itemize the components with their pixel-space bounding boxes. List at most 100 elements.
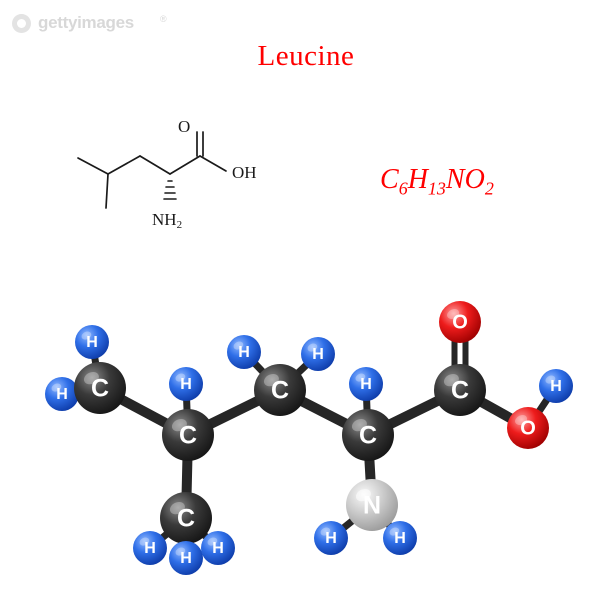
atom-sphere-h10 bbox=[314, 521, 348, 555]
carbon-atom-ch2: C bbox=[254, 364, 306, 416]
atom-sphere-c4 bbox=[254, 364, 306, 416]
hydrogen-atom: H bbox=[301, 337, 335, 371]
skeletal-amine-label: NH2 bbox=[152, 210, 182, 231]
stereo-hash-bond bbox=[163, 180, 177, 200]
atom-label-c1: C bbox=[91, 375, 109, 403]
molecular-formula: C6H13NO2 bbox=[380, 164, 580, 200]
atom-sphere-o2 bbox=[507, 407, 549, 449]
atom-specular-highlight bbox=[389, 527, 400, 536]
atom-specular-highlight bbox=[443, 373, 459, 387]
carbon-atom-methyl: C bbox=[74, 362, 126, 414]
hydrogen-atom: H bbox=[349, 367, 383, 401]
hydrogen-atom: H bbox=[169, 541, 203, 575]
atom-specular-highlight bbox=[307, 343, 318, 352]
atom-specular-highlight bbox=[355, 373, 366, 382]
formula-part-2: H bbox=[407, 164, 428, 195]
atom-label-c4: C bbox=[271, 377, 289, 405]
atom-specular-highlight bbox=[263, 373, 279, 387]
carbon-atom-carboxyl: C bbox=[434, 364, 486, 416]
atom-sphere-h11 bbox=[383, 521, 417, 555]
atom-label-c6: C bbox=[451, 377, 469, 405]
atom-label-h2: H bbox=[56, 386, 68, 403]
atom-sphere-h12 bbox=[539, 369, 573, 403]
atom-sphere-o1 bbox=[439, 301, 481, 343]
carbon-atom-methyl-lower: C bbox=[160, 492, 212, 544]
atom-label-h8: H bbox=[312, 346, 324, 363]
atom-sphere-h9 bbox=[349, 367, 383, 401]
bond-c1-c2 bbox=[107, 389, 181, 434]
bond-c5-c6 bbox=[375, 391, 453, 434]
atom-specular-highlight bbox=[447, 309, 460, 319]
atom-specular-highlight bbox=[169, 501, 185, 515]
atom-sphere-h7 bbox=[227, 335, 261, 369]
page-title: Leucine bbox=[257, 40, 355, 72]
atom-label-h1: H bbox=[86, 334, 98, 351]
formula-part-0: C bbox=[380, 164, 399, 195]
oxygen-atom-hydroxyl: O bbox=[507, 407, 549, 449]
atom-sphere-h4 bbox=[133, 531, 167, 565]
registered-trademark-icon: ® bbox=[160, 14, 167, 24]
hydrogen-atom: H bbox=[133, 531, 167, 565]
atom-specular-highlight bbox=[51, 383, 62, 392]
atom-specular-highlight bbox=[83, 371, 99, 385]
bond-methyl-a bbox=[77, 157, 109, 175]
atom-sphere-h6 bbox=[201, 531, 235, 565]
atom-label-h4: H bbox=[144, 540, 156, 557]
watermark-logo-icon bbox=[12, 14, 31, 33]
atom-specular-highlight bbox=[175, 373, 186, 382]
atom-label-c3: C bbox=[177, 505, 195, 533]
bond-alpha bbox=[139, 155, 171, 175]
carbon-atom-ch: C bbox=[162, 409, 214, 461]
atom-label-h7: H bbox=[238, 344, 250, 361]
formula-part-4: N bbox=[445, 164, 465, 195]
atom-sphere-h5 bbox=[169, 541, 203, 575]
hydrogen-atom: H bbox=[75, 325, 109, 359]
atom-label-h11: H bbox=[394, 530, 406, 547]
atom-label-h3: H bbox=[180, 376, 192, 393]
hydrogen-atom: H bbox=[314, 521, 348, 555]
atom-specular-highlight bbox=[355, 488, 371, 502]
atom-sphere-c2 bbox=[162, 409, 214, 461]
atom-label-o1: O bbox=[452, 312, 468, 334]
atom-specular-highlight bbox=[207, 537, 218, 546]
nitrogen-atom: N bbox=[346, 479, 398, 531]
hydrogen-atom: H bbox=[539, 369, 573, 403]
bond-hydroxyl bbox=[199, 155, 227, 172]
atom-sphere-h2 bbox=[45, 377, 79, 411]
atom-sphere-h1 bbox=[75, 325, 109, 359]
atom-specular-highlight bbox=[139, 537, 150, 546]
atom-specular-highlight bbox=[233, 341, 244, 350]
bond-c2-c4 bbox=[195, 391, 273, 434]
formula-part-1: 6 bbox=[398, 178, 408, 199]
atom-label-o2: O bbox=[520, 418, 536, 440]
hydrogen-atom: H bbox=[45, 377, 79, 411]
atom-specular-highlight bbox=[81, 331, 92, 340]
bond-methyl-b bbox=[105, 173, 109, 209]
formula-part-5: O bbox=[464, 164, 485, 195]
watermark-text: gettyimages bbox=[38, 13, 134, 32]
atom-sphere-c1 bbox=[74, 362, 126, 414]
skeletal-structure-svg: O OH NH2 bbox=[77, 117, 257, 231]
atom-sphere-c5 bbox=[342, 409, 394, 461]
bond-c4-c5 bbox=[287, 391, 361, 434]
skeletal-oxygen-label: O bbox=[178, 117, 190, 136]
atom-label-h6: H bbox=[212, 540, 224, 557]
atom-label-c2: C bbox=[179, 422, 197, 450]
formula-part-3: 13 bbox=[427, 178, 446, 199]
atom-specular-highlight bbox=[351, 418, 367, 432]
atom-specular-highlight bbox=[171, 418, 187, 432]
atom-sphere-c3 bbox=[160, 492, 212, 544]
bond-ch2 bbox=[107, 155, 141, 175]
atom-specular-highlight bbox=[320, 527, 331, 536]
hydrogen-atom: H bbox=[383, 521, 417, 555]
atom-sphere-h8 bbox=[301, 337, 335, 371]
skeletal-hydroxyl-label: OH bbox=[232, 163, 257, 182]
atom-label-h5: H bbox=[180, 550, 192, 567]
hydrogen-atom: H bbox=[169, 367, 203, 401]
atom-label-n1: N bbox=[363, 492, 381, 520]
atom-label-h12: H bbox=[550, 378, 562, 395]
atom-sphere-c6 bbox=[434, 364, 486, 416]
